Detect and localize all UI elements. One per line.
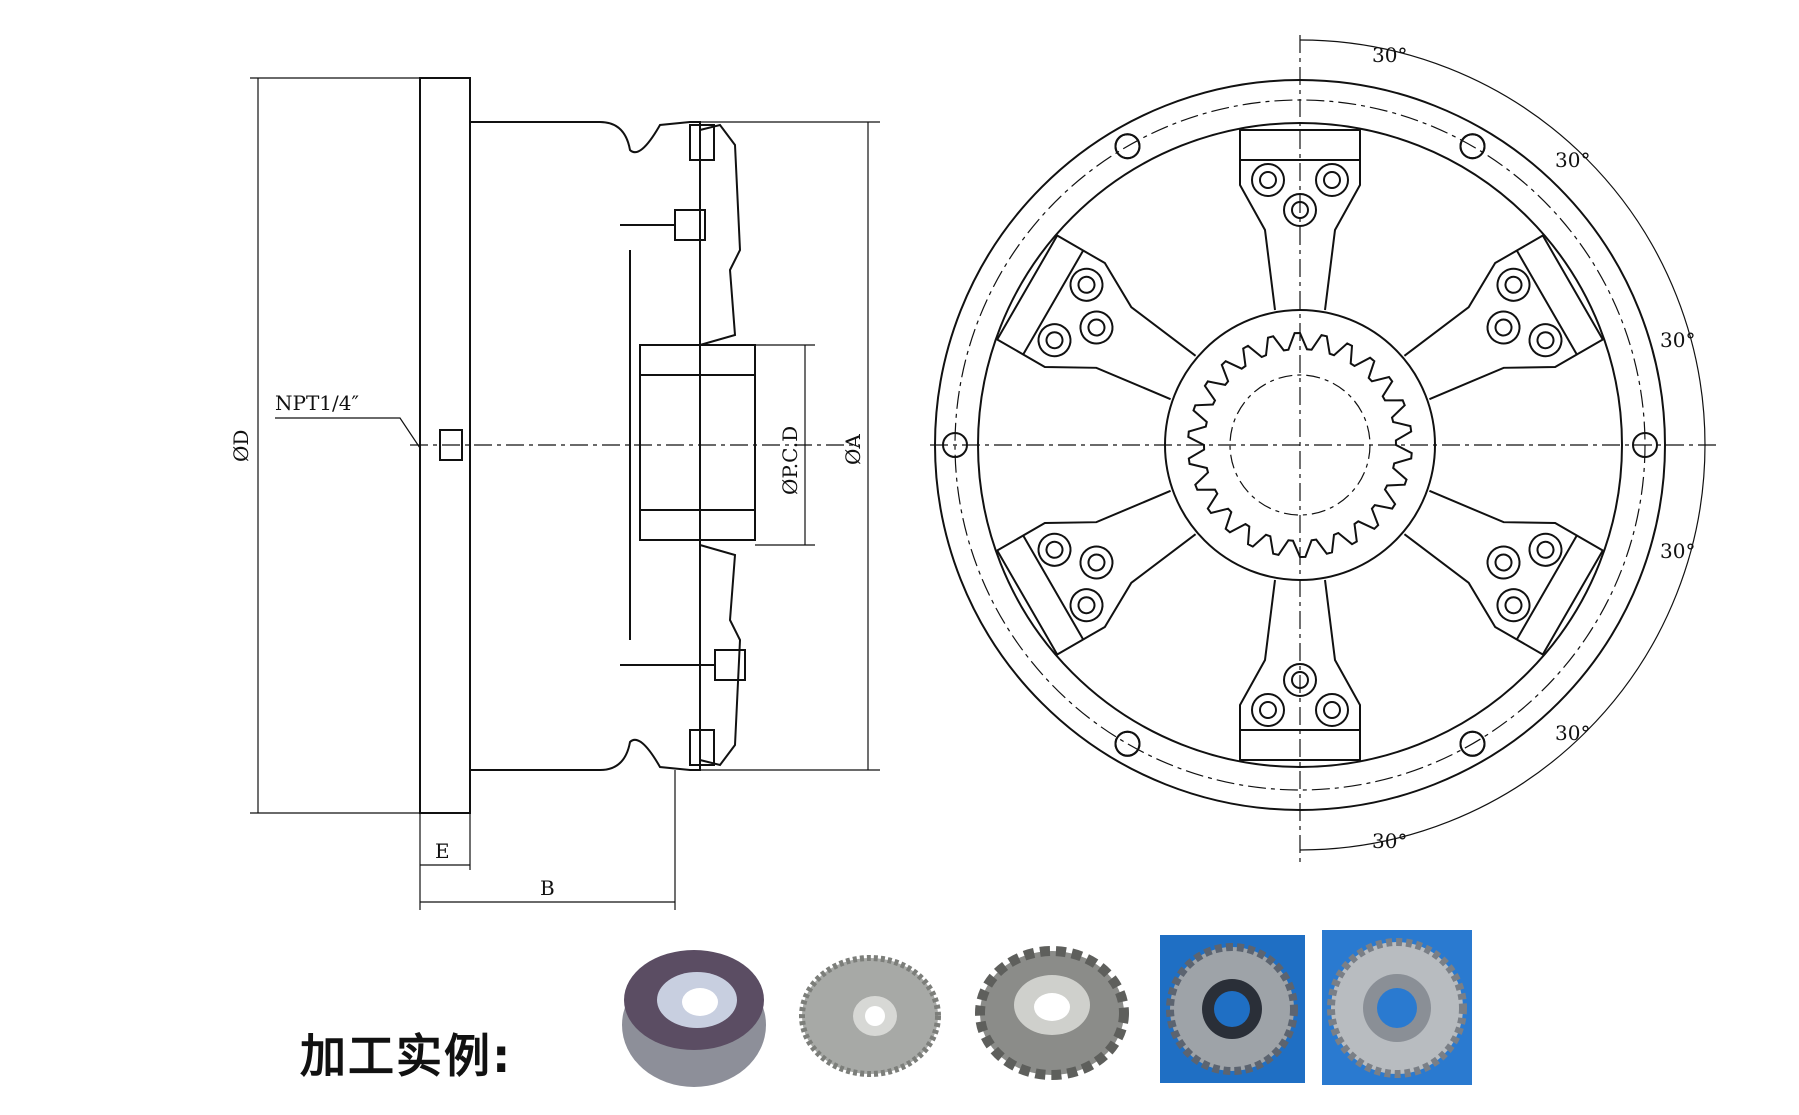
npt-port [439,429,463,461]
jaw [995,489,1197,656]
angle-label: 30° [1660,328,1695,352]
jaw-face-line [1022,535,1085,640]
bolt-icon [1037,323,1072,358]
angle-dimensions [1299,39,1706,851]
angle-label: 30° [1372,43,1407,67]
angle-labels: 30° 30° 30° 30° 30° 30° [1372,43,1695,853]
bolt-icon [1259,171,1277,189]
jaw-face-line [1515,535,1578,640]
upper-jaw [699,123,742,346]
bolt-icon [1037,532,1072,567]
angle-label: 30° [1372,829,1407,853]
lower-pin [714,649,746,681]
jaw-face-line [1515,250,1578,355]
gear-photo-3-icon [970,935,1135,1083]
bolt-icon [1494,318,1513,337]
jaw-outline [1239,129,1361,311]
gear-photo-4-icon [1160,935,1305,1083]
bolt-icon [1528,532,1563,567]
angle-label: 30° [1555,721,1590,745]
lower-jaw-screw [689,729,715,766]
jaw-outline [1239,579,1361,761]
side-dimensions [250,77,880,910]
examples-caption: 加工实例: [300,1029,513,1083]
bolt-icon [1251,693,1285,727]
flange-hole [1459,133,1486,160]
bolt-icon [1486,545,1521,580]
bolt-icon [1077,275,1096,294]
bolt-icon [1323,171,1341,189]
bolt-icon [1494,553,1513,572]
bolt-icon [1087,318,1106,337]
flange-hole [1114,730,1141,757]
jaw [995,234,1197,401]
bolt-icon [1504,275,1523,294]
gear-photo-1-icon [612,930,777,1095]
bolt-icon [1045,331,1064,350]
e-label: E [435,839,450,863]
pcd-label: ØP.C.D [778,426,802,495]
bolt-icon [1536,331,1555,350]
gear-photo-2 [795,938,943,1086]
jaw-face-line [1022,250,1085,355]
bolt-icon [1496,267,1531,302]
jaws [995,129,1605,761]
side-view [419,77,756,814]
gear-photo-4 [1160,935,1305,1083]
flange-hole [1459,730,1486,757]
bolt-icon [1528,323,1563,358]
gear-photo-1 [612,930,777,1095]
od-label: ØD [229,430,253,462]
angle-label: 30° [1660,539,1695,563]
npt-leader [275,417,421,449]
bolt-icon [1496,588,1531,623]
center-bore [639,344,756,541]
bolt-icon [1077,596,1096,615]
bolt-icon [1087,553,1106,572]
b-label: B [540,876,555,900]
bolt-icon [1315,693,1349,727]
jaw-outline [1403,489,1605,656]
angle-arc [1299,39,1706,851]
jaw [1403,489,1605,656]
bolt-icon [1283,193,1317,227]
jaw-outline [995,489,1197,656]
gear-photo-5 [1322,930,1472,1085]
angle-label: 30° [1555,148,1590,172]
bolt-icon [1069,267,1104,302]
lower-jaw [699,544,742,767]
jaw-outline [1403,234,1605,401]
bolt-icon [1486,310,1521,345]
jaw-outline [995,234,1197,401]
jaw [1239,129,1361,311]
bolt-icon [1504,596,1523,615]
gear-photo-2-icon [795,938,943,1086]
bolt-icon [1079,545,1114,580]
bolt-icon [1323,701,1341,719]
gear-photo-5-icon [1322,930,1472,1085]
bolt-icon [1069,588,1104,623]
bolt-icon [1315,163,1349,197]
bolt-icon [1251,163,1285,197]
bolt-icon [1045,540,1064,559]
bolt-icon [1259,701,1277,719]
jaw [1403,234,1605,401]
bolt-icon [1536,540,1555,559]
bolt-icon [1283,663,1317,697]
chuck-body [470,121,701,771]
oa-label: ØA [841,434,865,465]
flange-hole [1114,133,1141,160]
upper-jaw-screw [689,124,715,161]
bolt-icon [1079,310,1114,345]
gear-photo-3 [970,935,1135,1083]
npt-label: NPT1/4″ [275,391,359,415]
